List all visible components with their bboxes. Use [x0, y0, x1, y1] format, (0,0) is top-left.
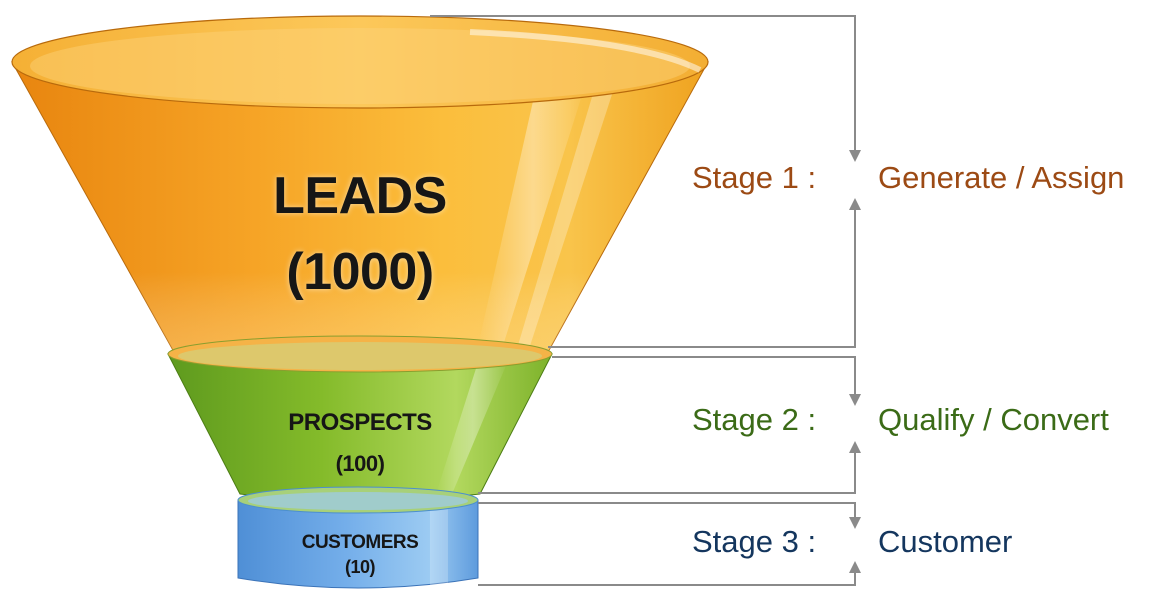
leads-section: [11, 15, 709, 363]
prospects-count: (100): [335, 451, 385, 476]
leads-title: LEADS: [273, 167, 447, 225]
customers-cylinder: [237, 499, 479, 589]
stage-1-bracket: [430, 15, 861, 348]
stage-2-label: Stage 2 :: [692, 402, 817, 437]
leads-shine: [476, 70, 590, 355]
stage-2-action: Qualify / Convert: [878, 402, 1109, 437]
prospects-title: PROSPECTS: [288, 409, 432, 436]
stage-3-action: Customer: [878, 524, 1013, 559]
customers-count: (10): [344, 557, 376, 577]
stage-1-action: Generate / Assign: [878, 160, 1125, 195]
customers-section: [237, 486, 479, 589]
stage-3-label: Stage 3 :: [692, 524, 817, 559]
leads-count: (1000): [286, 243, 434, 301]
stage-3-bracket: [478, 502, 861, 586]
stage-2-bracket: [478, 356, 861, 494]
customers-title: CUSTOMERS: [301, 532, 419, 553]
stage-1-label: Stage 1 :: [692, 160, 817, 195]
stage-brackets: [430, 15, 861, 586]
